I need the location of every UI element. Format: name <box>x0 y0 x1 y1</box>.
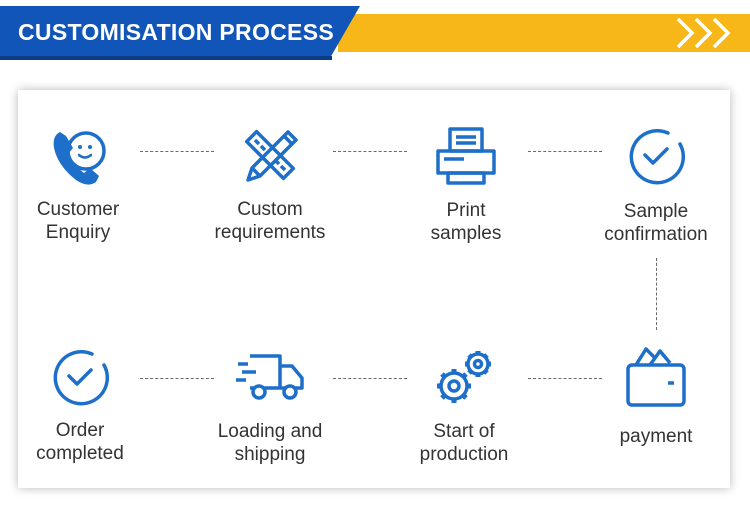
step-label-line: requirements <box>214 222 326 243</box>
step-order-completed: Order completed <box>10 345 150 465</box>
step-label-line: Enquiry <box>45 222 111 243</box>
header-shadow <box>0 56 332 60</box>
printer-icon <box>436 127 496 185</box>
step-label-line: production <box>419 444 509 465</box>
step-label-line: Order <box>55 420 105 441</box>
check-circle-icon <box>53 350 110 406</box>
step-label-line: samples <box>430 223 502 244</box>
connector-line <box>333 378 407 379</box>
connector-line <box>528 151 602 152</box>
connector-line-vertical <box>656 258 657 330</box>
connector-line <box>333 151 407 152</box>
delivery-truck-icon <box>236 354 304 400</box>
header-blue-band <box>0 6 360 56</box>
wallet-icon <box>626 347 686 407</box>
step-loading-and-shipping: Loading and shipping <box>200 346 340 466</box>
step-label-line: payment <box>619 426 693 447</box>
check-circle-icon <box>629 129 686 185</box>
page-title: CUSTOMISATION PROCESS <box>18 19 334 45</box>
step-label-line: Sample <box>623 201 689 222</box>
step-custom-requirements: Custom requirements <box>200 124 340 244</box>
step-print-samples: Print samples <box>396 125 536 245</box>
step-label-line: Print <box>446 200 486 221</box>
step-sample-confirmation: Sample confirmation <box>586 124 726 246</box>
step-label-line: Start of <box>433 421 495 442</box>
triple-chevron-right-icon <box>676 17 731 49</box>
pencil-ruler-icon <box>244 129 298 182</box>
process-card <box>18 90 730 488</box>
step-label-line: Custom <box>237 199 303 220</box>
step-label-line: completed <box>36 443 124 464</box>
step-label-line: confirmation <box>604 224 708 245</box>
connector-line <box>140 378 214 379</box>
connector-line <box>528 378 602 379</box>
gears-icon <box>437 351 491 403</box>
step-customer-enquiry: Customer Enquiry <box>8 124 148 244</box>
header-banner: CUSTOMISATION PROCESS <box>0 0 750 62</box>
step-label-line: Customer <box>36 199 120 220</box>
step-label-line: shipping <box>234 444 306 465</box>
step-start-of-production: Start of production <box>394 346 534 466</box>
phone-chat-icon <box>53 131 106 185</box>
step-label-line: Loading and <box>217 421 323 442</box>
step-payment: payment <box>586 345 726 448</box>
connector-line <box>140 151 214 152</box>
